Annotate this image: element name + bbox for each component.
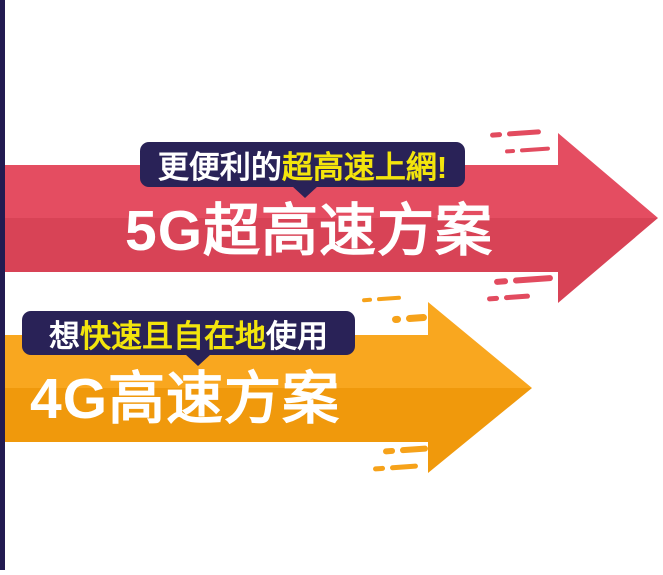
badge-4g-highlight: 快速且自在地	[80, 318, 266, 354]
badge-pointer-icon	[292, 186, 318, 198]
badge-5g-text: 更便利的	[157, 150, 282, 185]
speed-line-icon	[361, 295, 402, 303]
left-border-bar	[0, 0, 5, 570]
speed-line-icon	[504, 146, 551, 154]
speed-line-icon	[391, 313, 428, 324]
badge-4g-suffix: 使用	[266, 318, 328, 354]
banner-title-4g: 4G高速方案	[30, 367, 341, 431]
badge-pointer-icon	[185, 354, 211, 366]
badge-5g-highlight: 超高速上網!	[281, 150, 448, 185]
speed-line-icon	[489, 129, 542, 138]
badge-4g-text: 想	[49, 318, 80, 354]
badge-4g: 想快速且自在地使用	[22, 311, 355, 366]
speed-line-icon	[372, 463, 419, 472]
speed-line-icon	[382, 445, 429, 455]
speed-line-icon	[486, 293, 531, 302]
badge-5g: 更便利的超高速上網!	[140, 142, 465, 198]
speed-line-icon	[493, 274, 554, 286]
banner-title-5g: 5G超高速方案	[125, 199, 494, 263]
